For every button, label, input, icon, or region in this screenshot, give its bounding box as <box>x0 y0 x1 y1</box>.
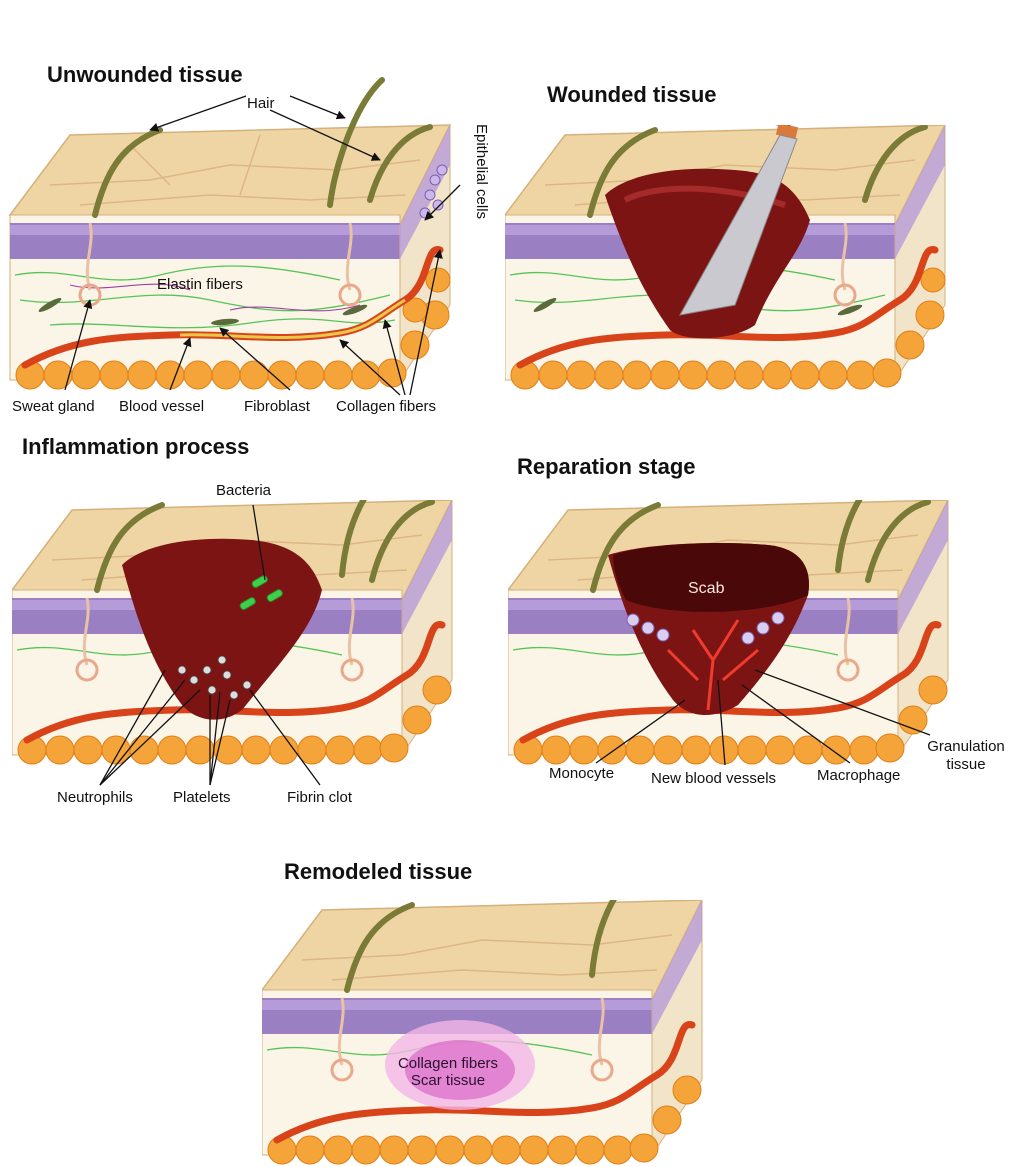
panel-title-remodeled: Remodeled tissue <box>284 859 472 885</box>
label-granulation-line2: tissue <box>916 756 1016 774</box>
label-scar-group: Collagen fibers Scar tissue <box>393 1055 503 1089</box>
label-granulation-line1: Granulation <box>916 738 1016 756</box>
label-new-blood-vessels: New blood vessels <box>651 770 776 788</box>
label-scar-tissue: Scar tissue <box>393 1072 503 1089</box>
label-collagen-fibers-scar: Collagen fibers <box>393 1055 503 1072</box>
label-granulation-tissue: Granulation tissue <box>916 738 1016 774</box>
skin-block-remodeled <box>262 900 732 1165</box>
label-monocyte: Monocyte <box>549 765 614 783</box>
label-macrophage: Macrophage <box>817 767 900 785</box>
